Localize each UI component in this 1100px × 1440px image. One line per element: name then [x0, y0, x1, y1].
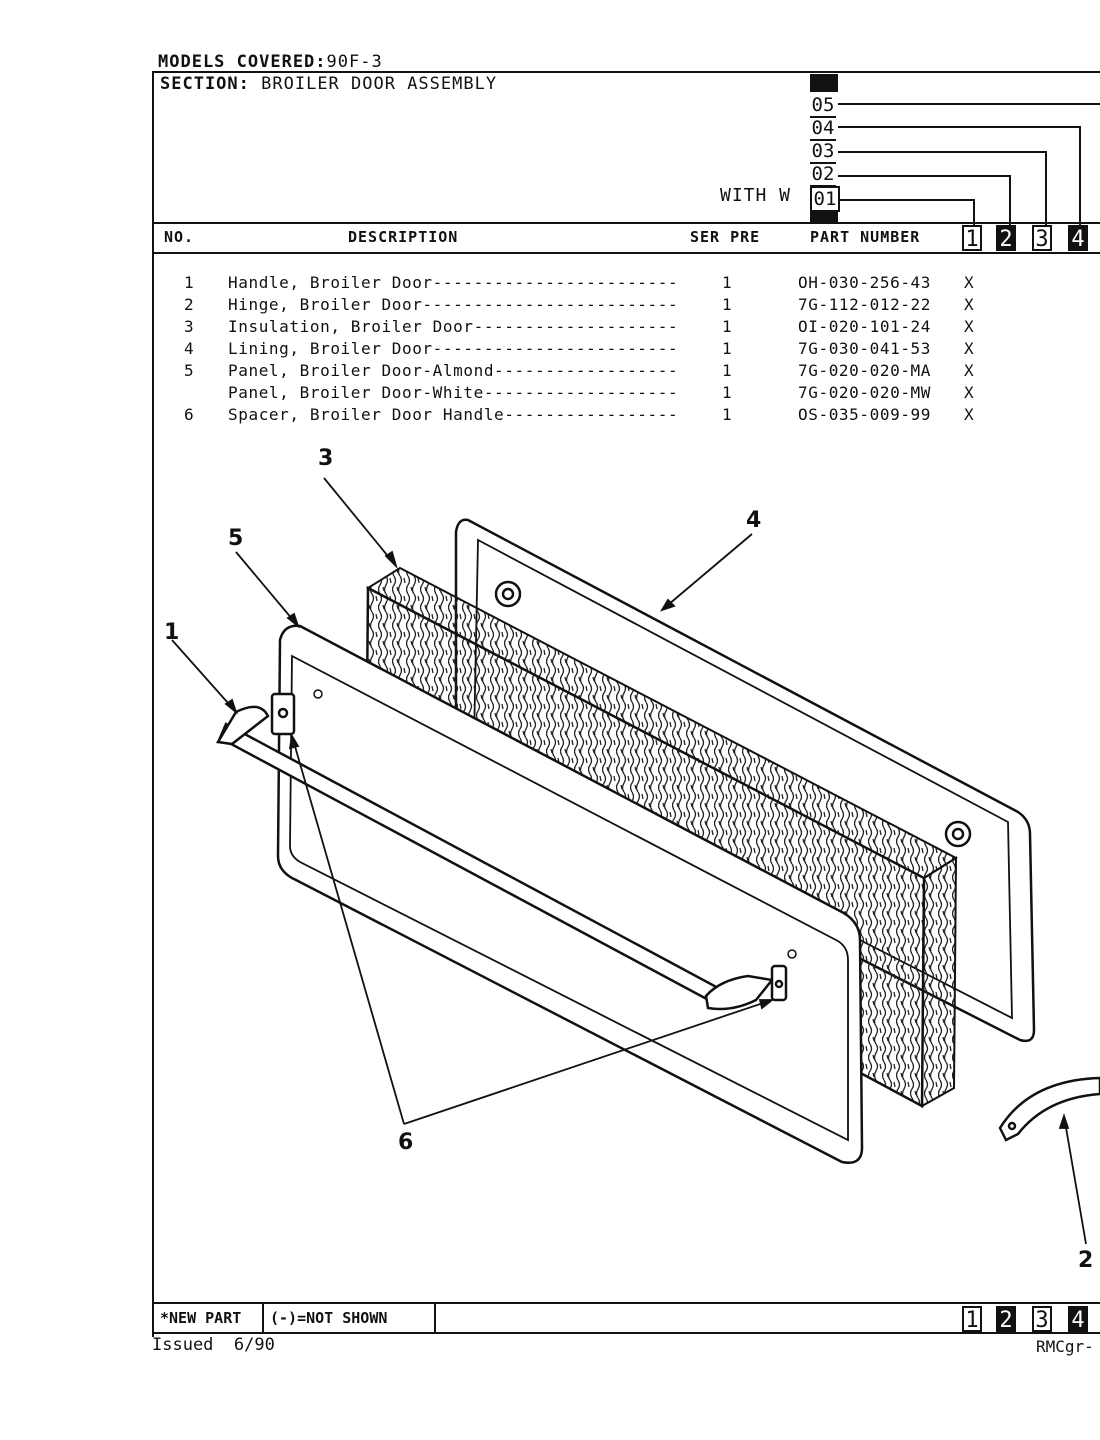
row-qty: 1: [722, 273, 733, 292]
row-description: Hinge, Broiler Door---------------------…: [228, 295, 679, 314]
callout-3: 3: [318, 446, 334, 471]
footer-column-box-1: 1: [962, 1306, 982, 1333]
broiler-door-exploded-diagram: [171, 477, 1100, 1245]
row-no: 2: [184, 295, 195, 314]
row-qty: 1: [722, 317, 733, 336]
row-qty: 1: [722, 361, 733, 380]
issued-date: Issued 6/90: [152, 1335, 275, 1355]
table-row: Panel, Broiler Door-White---------------…: [180, 383, 974, 405]
code-connector-lines: [838, 103, 1100, 226]
header-part-number: PART NUMBER: [810, 228, 921, 246]
row-description: Panel, Broiler Door-White---------------…: [228, 383, 679, 402]
models-covered-label: MODELS COVERED:90F-3: [158, 52, 383, 72]
header-description: DESCRIPTION: [348, 228, 459, 246]
footer-bottom-line: [154, 1332, 1100, 1334]
code-05: 05: [810, 94, 836, 118]
footer-column-box-2: 2: [996, 1306, 1016, 1333]
row-mark: X: [964, 273, 975, 292]
section-label: SECTION:: [160, 74, 250, 94]
callout-1: 1: [164, 620, 180, 645]
callout-5: 5: [228, 526, 244, 551]
table-row: 5 Panel, Broiler Door-Almond------------…: [180, 361, 974, 383]
table-row: 1 Handle, Broiler Door------------------…: [180, 273, 974, 295]
code-03: 03: [810, 140, 836, 164]
footer-column-box-3: 3: [1032, 1306, 1052, 1333]
row-qty: 1: [722, 339, 733, 358]
row-mark: X: [964, 339, 975, 358]
table-row: 4 Lining, Broiler Door------------------…: [180, 339, 974, 361]
row-qty: 1: [722, 383, 733, 402]
row-mark: X: [964, 383, 975, 402]
row-mark: X: [964, 405, 975, 424]
models-value: 90F-3: [326, 52, 383, 72]
row-mark: X: [964, 295, 975, 314]
models-label: MODELS COVERED:: [158, 52, 327, 72]
frame-left-line: [152, 71, 154, 1337]
row-description: Panel, Broiler Door-Almond--------------…: [228, 361, 679, 380]
column-box-1: 1: [962, 225, 982, 252]
row-description: Spacer, Broiler Door Handle-------------…: [228, 405, 679, 424]
with-w-label: WITH W: [720, 185, 792, 206]
hinge-part: [998, 1076, 1100, 1142]
row-qty: 1: [722, 405, 733, 424]
row-no: 3: [184, 317, 195, 336]
row-no: 6: [184, 405, 195, 424]
footer-column-box-4: 4: [1068, 1306, 1088, 1333]
row-part-number: OS-035-009-99: [798, 405, 932, 424]
row-mark: X: [964, 317, 975, 336]
handle-part: [215, 692, 788, 1011]
callout-4: 4: [746, 508, 762, 533]
row-description: Lining, Broiler Door--------------------…: [228, 339, 679, 358]
row-no: 1: [184, 273, 195, 292]
row-part-number: OH-030-256-43: [798, 273, 932, 292]
new-part-legend: *NEW PART: [154, 1304, 264, 1332]
code-column-bottom-bar: [810, 210, 838, 222]
section-value: BROILER DOOR ASSEMBLY: [261, 74, 498, 94]
door-panel-part: [276, 624, 864, 1164]
column-box-2: 2: [996, 225, 1016, 252]
header-no: NO.: [164, 228, 195, 246]
table-row: 6 Spacer, Broiler Door Handle-----------…: [180, 405, 974, 427]
header-ser-pre: SER PRE: [690, 228, 761, 246]
header-divider: [154, 222, 1100, 224]
frame-top-line: [154, 71, 1100, 73]
section-title: SECTION: BROILER DOOR ASSEMBLY: [160, 74, 497, 94]
row-description: Handle, Broiler Door--------------------…: [228, 273, 679, 292]
not-shown-legend: (-)=NOT SHOWN: [264, 1304, 436, 1332]
table-row: 2 Hinge, Broiler Door-------------------…: [180, 295, 974, 317]
code-04: 04: [810, 117, 836, 141]
row-part-number: 7G-030-041-53: [798, 339, 932, 358]
column-box-3: 3: [1032, 225, 1052, 252]
row-no: 5: [184, 361, 195, 380]
row-part-number: 7G-020-020-MA: [798, 361, 932, 380]
table-row: 3 Insulation, Broiler Door--------------…: [180, 317, 974, 339]
callout-6: 6: [398, 1130, 414, 1155]
footer-top-line: [154, 1302, 1100, 1304]
row-part-number: 7G-020-020-MW: [798, 383, 932, 402]
code-column-top-bar: [810, 74, 838, 92]
row-mark: X: [964, 361, 975, 380]
column-box-4: 4: [1068, 225, 1088, 252]
column-header-divider: [154, 252, 1100, 254]
row-part-number: OI-020-101-24: [798, 317, 932, 336]
leader-lines: [171, 477, 1087, 1245]
callout-2: 2: [1078, 1248, 1094, 1273]
document-code: RMCgr-: [1036, 1337, 1094, 1356]
row-description: Insulation, Broiler Door----------------…: [228, 317, 679, 336]
row-no: 4: [184, 339, 195, 358]
row-part-number: 7G-112-012-22: [798, 295, 932, 314]
row-qty: 1: [722, 295, 733, 314]
